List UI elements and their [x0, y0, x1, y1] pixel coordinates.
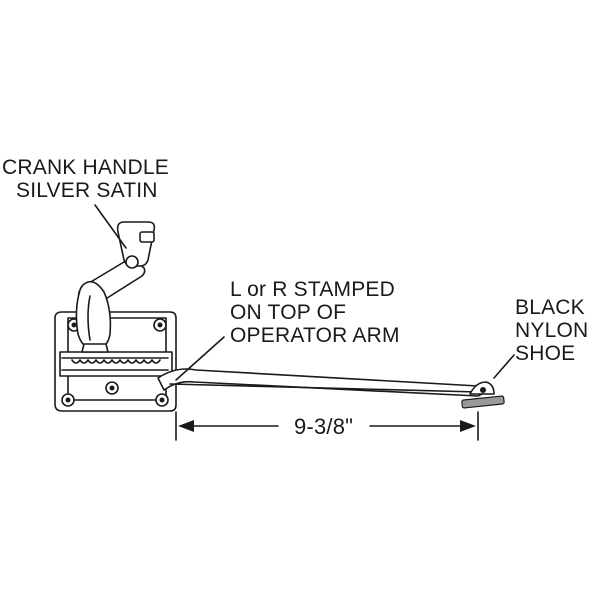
- shoe-label-line3: SHOE: [515, 342, 576, 365]
- mounting-screw-top-right: [153, 318, 167, 332]
- crank-handle: [75, 221, 156, 353]
- stamp-label-line3: OPERATOR ARM: [230, 324, 400, 347]
- nylon-shoe: [461, 381, 505, 409]
- shoe-leader: [493, 354, 515, 379]
- mounting-screw-bottom-right: [155, 393, 169, 407]
- stamp-leader: [175, 336, 225, 381]
- dimension-label: 9-3/8": [294, 414, 354, 439]
- stamp-label-line2: ON TOP OF: [230, 301, 347, 324]
- crank-handle-label-line1: CRANK HANDLE: [2, 156, 169, 179]
- mounting-screw-bottom-mid: [105, 381, 119, 395]
- crank-handle-label-line2: SILVER SATIN: [16, 179, 158, 202]
- dimension-arrow-right: [460, 420, 476, 432]
- dimension-line: [175, 411, 479, 441]
- mounting-screw-bottom-left: [61, 393, 75, 407]
- stamp-label: L or R STAMPED ON TOP OF OPERATOR ARM: [230, 278, 400, 347]
- shoe-label: BLACK NYLON SHOE: [515, 296, 588, 365]
- worm-gear: [71, 359, 161, 364]
- operator-arm: [157, 368, 484, 397]
- crank-handle-label: CRANK HANDLE SILVER SATIN: [2, 156, 169, 202]
- crank-handle-leader: [94, 204, 127, 249]
- shoe-label-line2: NYLON: [515, 319, 589, 342]
- stamp-label-line1: L or R STAMPED: [230, 278, 395, 301]
- dimension-arrow-left: [178, 420, 194, 432]
- shoe-label-line1: BLACK: [515, 296, 585, 319]
